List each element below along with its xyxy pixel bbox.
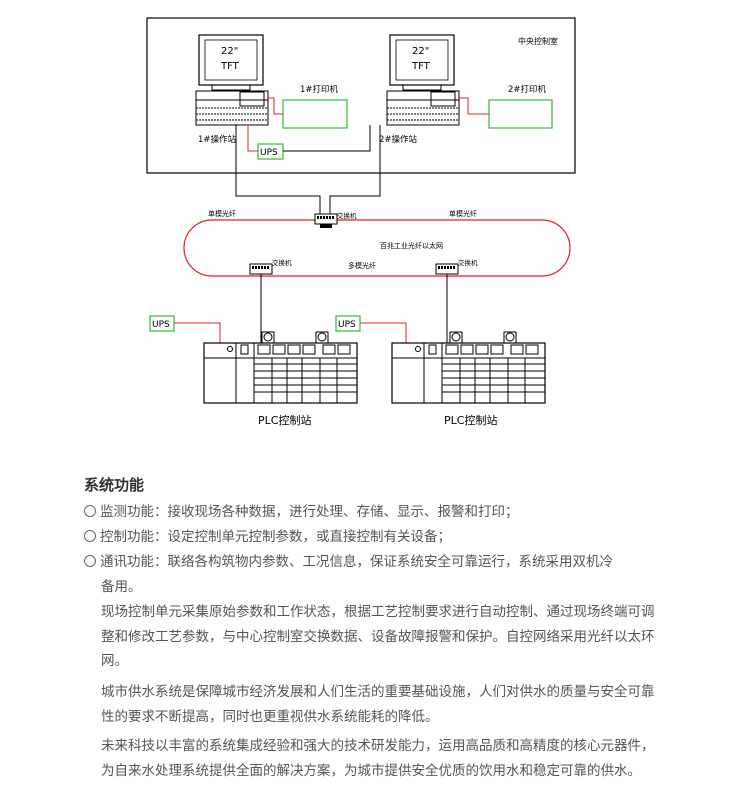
fiber-ring: [183, 219, 571, 277]
monitor-2-type: TFT: [411, 61, 431, 72]
function-item-text: 控制功能：设定控制单元控制参数，或直接控制有关设备；: [100, 529, 451, 545]
network-architecture-diagram: 中央控制室 22" TFT 1#操作站 22" TFT 2#操作站 1#打印机 …: [146, 17, 576, 427]
plc-rack-1: PLC控制站: [203, 331, 358, 427]
switch-main: 交换机: [314, 211, 357, 228]
monitor-2-icon: [389, 34, 455, 86]
paragraph-company: 未来科技以丰富的系统集成经验和强大的技术研发能力，运用高品质和高精度的核心元器件…: [101, 738, 655, 779]
printer-1-label: 1#打印机: [300, 84, 339, 95]
function-item-text: 通讯功能：联络各构筑物内参数、工况信息，保证系统安全可靠运行，系统采用双机冷: [100, 554, 613, 570]
workstation-1-label: 1#操作站: [198, 134, 237, 145]
switch-left-label: 交换机: [272, 258, 292, 267]
circle-bullet-icon: [84, 530, 96, 542]
workstation-2: 22" TFT 2#操作站: [379, 34, 460, 145]
function-item-communication-cont: 备用。: [101, 579, 142, 595]
ups-plc-2-label: UPS: [338, 320, 356, 330]
function-item-communication: 通讯功能：联络各构筑物内参数、工况信息，保证系统安全可靠运行，系统采用双机冷: [84, 550, 613, 574]
monitor-1-type: TFT: [220, 61, 240, 72]
paragraph-field-unit: 现场控制单元采集原始参数和工作状态，根据工艺控制要求进行自动控制、通过现场终端可…: [101, 604, 655, 669]
section-title: 系统功能: [84, 476, 145, 494]
switch-main-label: 交换机: [337, 211, 357, 220]
switch-right-label: 交换机: [458, 258, 478, 267]
function-item-control: 控制功能：设定控制单元控制参数，或直接控制有关设备；: [84, 525, 451, 549]
circle-bullet-icon: [84, 555, 96, 567]
monitor-1-icon: [198, 34, 264, 86]
plc-station-1-label: PLC控制站: [258, 413, 311, 427]
printer-1-box: [282, 99, 348, 129]
ups-control-room-label: UPS: [260, 148, 278, 158]
ups-plc-1-label: UPS: [152, 320, 170, 330]
fiber-single-right-label: 单模光纤: [449, 209, 477, 218]
function-item-monitoring: 监测功能：接收现场各种数据，进行处理、存储、显示、报警和打印；: [84, 500, 519, 524]
switch-left: 交换机: [249, 258, 292, 275]
circle-bullet-icon: [84, 505, 96, 517]
printer-2-label: 2#打印机: [508, 84, 547, 95]
fiber-single-left-label: 单模光纤: [208, 209, 236, 218]
monitor-2-size: 22": [412, 46, 429, 57]
switch-right: 交换机: [435, 258, 478, 275]
ring-label: 百兆工业光纤以太网: [380, 241, 443, 250]
control-room-label: 中央控制室: [518, 36, 558, 46]
plc-rack-2: PLC控制站: [391, 331, 546, 427]
function-item-text: 监测功能：接收现场各种数据，进行处理、存储、显示、报警和打印；: [100, 504, 519, 520]
workstation-2-label: 2#操作站: [379, 134, 418, 145]
workstation-1: 22" TFT 1#操作站: [195, 34, 269, 145]
control-room-frame: [146, 17, 576, 174]
paragraph-city-water: 城市供水系统是保障城市经济发展和人们生活的重要基础设施，人们对供水的质量与安全可…: [101, 684, 655, 725]
printer-2-box: [488, 99, 553, 129]
plc-station-2-label: PLC控制站: [444, 413, 497, 427]
fiber-multi-label: 多模光纤: [348, 261, 376, 270]
monitor-1-size: 22": [221, 46, 238, 57]
